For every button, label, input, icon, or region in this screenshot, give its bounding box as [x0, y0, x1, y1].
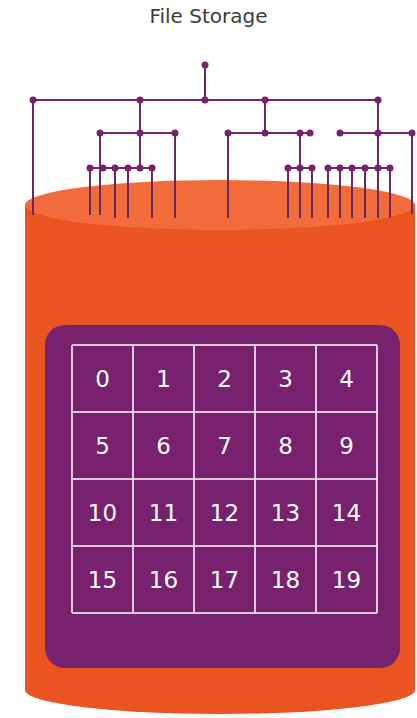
storage-panel	[45, 325, 400, 668]
cell-grid: 012345678910111213141516171819	[72, 345, 377, 613]
grid-cell: 3	[255, 345, 316, 412]
grid-cell: 16	[133, 546, 194, 613]
tree-dots	[30, 62, 416, 172]
grid-cell: 19	[316, 546, 377, 613]
grid-cell: 5	[72, 412, 133, 479]
grid-cell: 11	[133, 479, 194, 546]
grid-cell: 14	[316, 479, 377, 546]
grid-cell: 6	[133, 412, 194, 479]
grid-cell: 9	[316, 412, 377, 479]
grid-cell: 12	[194, 479, 255, 546]
grid-cell: 0	[72, 345, 133, 412]
grid-line	[72, 344, 377, 346]
grid-cell: 17	[194, 546, 255, 613]
grid-line	[72, 545, 377, 547]
grid-cell: 18	[255, 546, 316, 613]
grid-line	[72, 411, 377, 413]
grid-cell: 1	[133, 345, 194, 412]
title: File Storage	[0, 4, 417, 28]
grid-lines	[72, 345, 377, 613]
grid-line	[72, 612, 377, 614]
grid-cell: 13	[255, 479, 316, 546]
grid-cell: 7	[194, 412, 255, 479]
cylinder	[25, 180, 415, 714]
grid-cell: 4	[316, 345, 377, 412]
grid-cell: 10	[72, 479, 133, 546]
grid-cell: 15	[72, 546, 133, 613]
grid-cell: 2	[194, 345, 255, 412]
grid-cell: 8	[255, 412, 316, 479]
file-tree	[33, 65, 412, 218]
grid-line	[72, 478, 377, 480]
